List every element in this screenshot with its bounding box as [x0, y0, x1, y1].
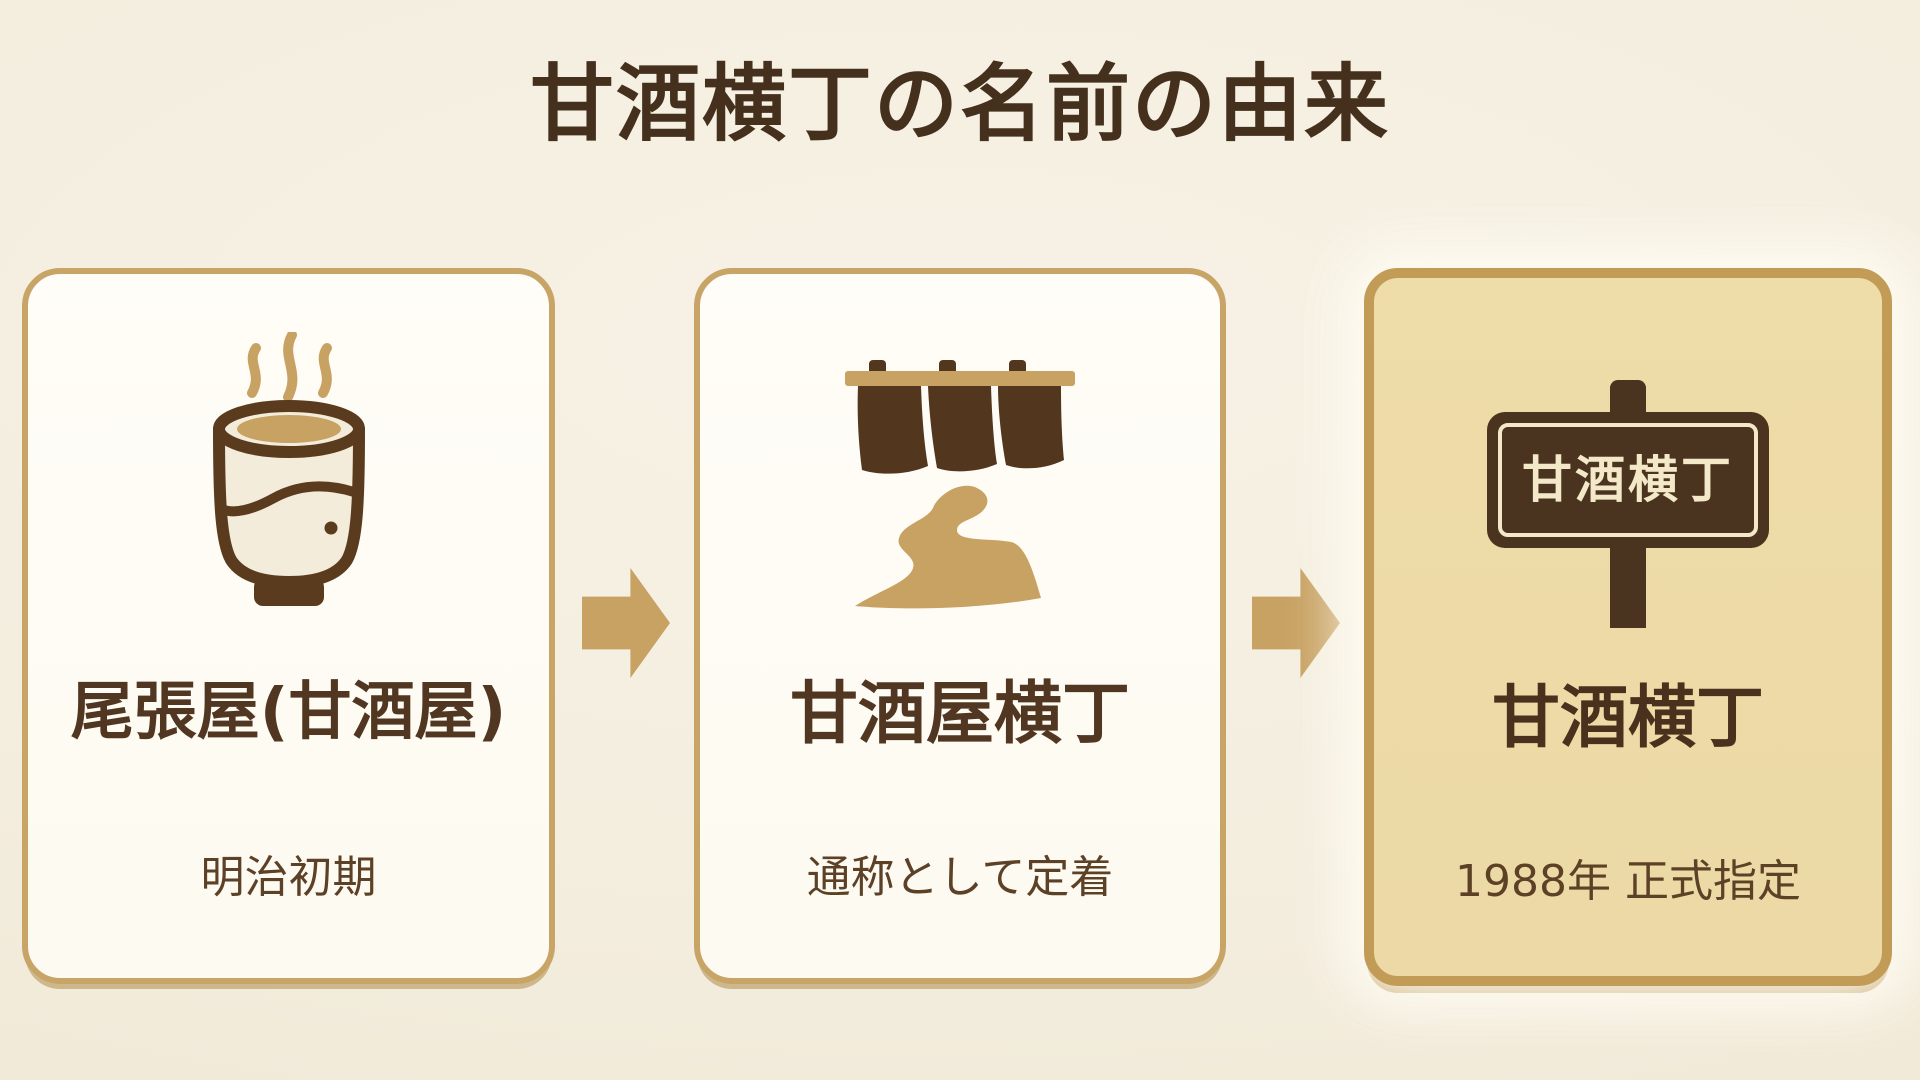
cup-foot [253, 578, 324, 606]
card-title: 甘酒屋横丁 [789, 675, 1130, 754]
card-subtitle: 通称として定着 [806, 852, 1114, 903]
card-subtitle: 明治初期 [200, 852, 377, 903]
winding-path [855, 485, 1041, 609]
card-amazakeya-yokocho: 甘酒屋横丁 通称として定着 [694, 268, 1226, 984]
amazake-liquid [236, 415, 341, 443]
card-amazake-yokocho: 甘酒横丁 甘酒横丁 1988年 正式指定 [1364, 268, 1892, 986]
cup-body [212, 400, 365, 606]
signboard-text: 甘酒横丁 [1522, 451, 1734, 509]
signpost-top [1610, 380, 1646, 412]
card-owariya: 尾張屋(甘酒屋) 明治初期 [22, 268, 555, 984]
arrow-right-icon [1252, 568, 1340, 678]
card-title: 尾張屋(甘酒屋) [70, 675, 507, 748]
signpost-pole [1610, 548, 1646, 628]
arrow-right-icon [582, 568, 670, 678]
card-subtitle: 1988年 正式指定 [1455, 856, 1801, 907]
card-title: 甘酒横丁 [1491, 679, 1764, 758]
page-title: 甘酒横丁の名前の由来 [529, 55, 1390, 153]
signboard: 甘酒横丁 [1487, 412, 1769, 548]
noren-curtain [845, 360, 1075, 474]
signboard-frame: 甘酒横丁 [1498, 423, 1758, 537]
steam-wisps [246, 332, 332, 402]
noren-curtain-path-icon [845, 360, 1075, 609]
steaming-cup-icon [212, 332, 365, 606]
street-signpost-icon: 甘酒横丁 [1487, 380, 1769, 628]
noren-pole [845, 371, 1075, 386]
